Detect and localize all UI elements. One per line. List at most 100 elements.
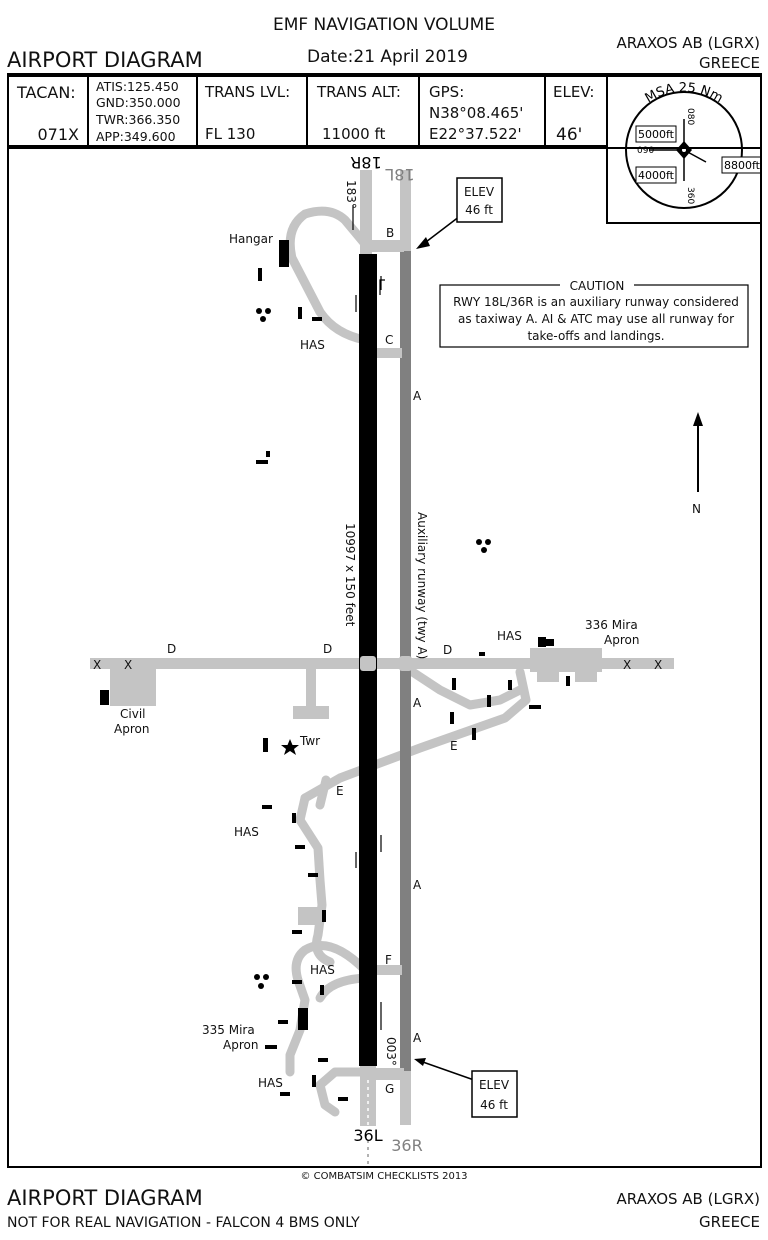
has-mark	[450, 712, 454, 724]
header-rule	[7, 73, 762, 75]
rwy-18l-label: 18L	[385, 165, 414, 184]
msa-brg-bottom: 360	[685, 187, 695, 204]
arrow-north-1	[379, 279, 385, 295]
taxiway-c	[370, 348, 402, 358]
rwy-crossing-d-aux	[399, 656, 412, 671]
north-arrow-icon	[693, 412, 703, 426]
airport-name: ARAXOS AB (LGRX)	[616, 34, 760, 52]
apron-336-pad-a	[537, 668, 559, 682]
date-value: 21 April 2019	[353, 47, 468, 67]
trans-alt-box: TRANS ALT: 11000 ft	[306, 75, 420, 147]
taxiway-label-c: C	[385, 333, 393, 347]
has-mark	[322, 910, 326, 922]
rwy-36l-label: 36L	[353, 1126, 382, 1145]
taxiway-label-d2: D	[323, 642, 332, 656]
gps-label: GPS:	[429, 83, 465, 101]
has-label-3: HAS	[234, 825, 259, 839]
has-label-1: HAS	[300, 338, 325, 352]
hdg-003-label: 003°	[384, 1037, 398, 1066]
freq-box: ATIS:125.450 GND:350.000 TWR:366.350 APP…	[87, 75, 198, 147]
dot	[476, 539, 482, 545]
elev-bottom-box	[471, 1070, 518, 1118]
taxiway-d-east-branch	[400, 662, 525, 710]
north-label: N	[692, 502, 701, 516]
dot	[258, 983, 264, 989]
msa-north-alt: 5000ft	[638, 128, 675, 141]
caution-title: CAUTION	[570, 279, 625, 293]
diagram-frame	[7, 147, 762, 1168]
apron-335-label-1: 335 Mira	[202, 1023, 255, 1037]
has-mark	[308, 873, 318, 877]
taxiway-label-a3: A	[413, 878, 422, 892]
msa-south-alt: 4000ft	[638, 169, 675, 182]
trans-lvl-value: FL 130	[205, 125, 256, 143]
has-mark	[292, 980, 302, 984]
has-mark	[258, 268, 262, 281]
taxiway-f	[370, 965, 402, 975]
has-mark	[312, 1075, 316, 1087]
has-mark	[452, 678, 456, 690]
civil-apron-building	[100, 690, 109, 705]
taxiway-label-a2: A	[413, 696, 422, 710]
has-mark	[298, 307, 302, 319]
has-label-5: HAS	[258, 1076, 283, 1090]
caution-title-bg	[560, 278, 634, 292]
has-mark	[529, 705, 541, 709]
taxiway-f-west	[315, 973, 370, 1003]
apron-336-label-1: 336 Mira	[585, 618, 638, 632]
taxiway-end-x-2: X	[124, 658, 132, 672]
elev-top-arrowhead	[416, 237, 430, 249]
elev-bottom-line2: 46 ft	[480, 1098, 508, 1112]
hard-stand-1	[298, 907, 320, 925]
msa-brg-top: 080	[685, 108, 695, 125]
has-mark	[292, 813, 296, 823]
elev-top-line2: 46 ft	[465, 203, 493, 217]
elev-value: 46'	[556, 125, 583, 145]
has-mark	[278, 1020, 288, 1024]
taxiway-end-x-4: X	[654, 658, 662, 672]
gps-box: GPS: N38°08.465' E22°37.522'	[418, 75, 546, 147]
dot	[256, 308, 262, 314]
dot-clusters	[254, 308, 491, 989]
trans-alt-label: TRANS ALT:	[317, 83, 401, 101]
apron-336-building-b	[545, 639, 554, 646]
gps-latitude: N38°08.465'	[429, 104, 524, 122]
taxiway-label-e1: E	[450, 739, 458, 753]
date-label: Date:	[307, 47, 354, 67]
taxiway-end-x-1: X	[93, 658, 101, 672]
apron-336-pad-b	[575, 668, 597, 682]
has-mark	[256, 460, 268, 464]
tower-label: Twr	[299, 734, 320, 748]
app-freq: APP:349.600	[96, 129, 176, 144]
msa-north-box	[635, 125, 677, 143]
taxiway-g-west	[315, 1067, 370, 1117]
elev-bottom-leader	[419, 1060, 475, 1081]
tacan-label: TACAN:	[17, 83, 76, 102]
rwy-18r-label: 18R	[350, 153, 381, 172]
elev-top-line1: ELEV	[464, 185, 495, 199]
has-mark	[566, 676, 570, 686]
has-mark	[508, 680, 512, 690]
caution-line-2: as taxiway A. AI & ATC may use all runwa…	[458, 312, 734, 326]
msa-brg-left: 090	[637, 146, 654, 156]
footer-airport-name: ARAXOS AB (LGRX)	[616, 1190, 760, 1208]
rwy-36r-label: 36R	[391, 1136, 422, 1155]
has-mark	[312, 317, 322, 321]
has-label-2: HAS	[497, 629, 522, 643]
has-mark	[292, 930, 302, 934]
elev-box: ELEV: 46'	[544, 75, 608, 147]
has-mark	[280, 1092, 290, 1096]
hangar-label: Hangar	[229, 232, 273, 246]
copyright: © COMBATSIM CHECKLISTS 2013	[300, 1171, 468, 1182]
tower-star-icon	[281, 739, 299, 755]
taxiway-north-loop	[285, 206, 370, 345]
trans-alt-value: 11000 ft	[322, 125, 386, 143]
civil-apron-label-1: Civil	[120, 707, 145, 721]
taxiway-end-x-3: X	[623, 658, 631, 672]
apron-336-label-2: Apron	[604, 633, 639, 647]
has-label-4: HAS	[310, 963, 335, 977]
twr-freq: TWR:366.350	[96, 112, 181, 127]
dot	[265, 308, 271, 314]
apron-336-building-a	[538, 637, 546, 647]
caution-line-1: RWY 18L/36R is an auxiliary runway consi…	[453, 295, 739, 309]
